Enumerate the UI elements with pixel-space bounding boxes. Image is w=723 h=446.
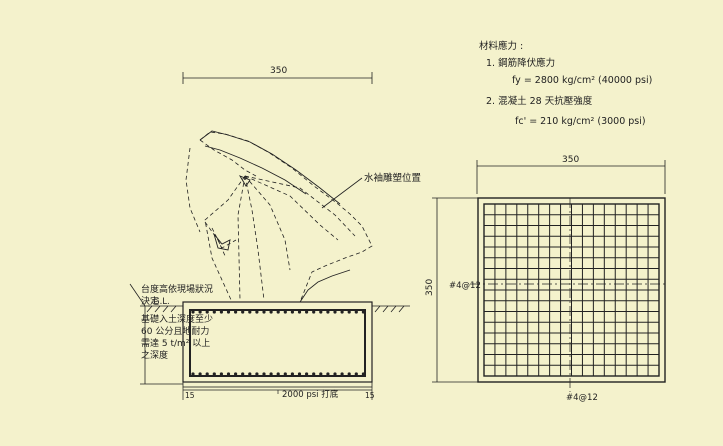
rebar-dot	[283, 310, 287, 314]
rebar-dot	[347, 372, 351, 376]
plan-outline	[477, 197, 666, 383]
materials-item2-value: fc' = 210 kg/cm² (3000 psi)	[515, 116, 646, 127]
ground-line	[146, 305, 410, 313]
rebar-dot	[305, 310, 309, 314]
rebar-dot	[361, 310, 365, 314]
rebar-dot	[198, 310, 202, 314]
note-top-line1: 台度高依現場狀況	[141, 283, 213, 295]
rebar-dot	[219, 372, 223, 376]
sculpture-solid-detail	[199, 130, 351, 303]
rebar-dot	[326, 310, 330, 314]
rebar-dot	[234, 310, 238, 314]
rebar-dot	[312, 310, 316, 314]
sculpture-leader	[321, 177, 363, 209]
right-small-dim: 15	[365, 391, 375, 400]
plan-rebar-grid	[483, 203, 660, 377]
materials-item1-label: 1. 鋼筋降伏應力	[486, 57, 555, 69]
gl-label: G.L.	[153, 297, 170, 307]
plan-width-dim: 350	[562, 155, 579, 165]
rebar-dot	[248, 372, 252, 376]
rebar-dot	[276, 372, 280, 376]
rebar-dot	[333, 372, 337, 376]
rebar-dot	[333, 310, 337, 314]
rebar-dot	[212, 310, 216, 314]
materials-heading: 材料應力 :	[479, 40, 523, 52]
rebar-dot	[290, 372, 294, 376]
footing-outline	[182, 301, 373, 383]
rebar-dot	[276, 310, 280, 314]
section-top-dimension	[182, 72, 373, 84]
rebar-dot	[312, 372, 316, 376]
note-bottom-line4: 之深度	[141, 349, 168, 361]
left-dimension	[129, 283, 183, 385]
section-view: 350 水袖雕塑位置	[129, 66, 421, 400]
rebar-dot	[269, 372, 273, 376]
rebar-dot	[262, 310, 266, 314]
rebar-dot	[198, 372, 202, 376]
rebar-dot	[191, 372, 195, 376]
plan-left-dimension	[432, 197, 478, 383]
rebar-dot	[241, 310, 245, 314]
footing-rebar-dots	[191, 310, 365, 376]
materials-notes: 材料應力 : 1. 鋼筋降伏應力 fy = 2800 kg/cm² (40000…	[479, 40, 652, 127]
rebar-dot	[226, 372, 231, 376]
rebar-dot	[297, 310, 302, 314]
rebar-dot	[234, 372, 238, 376]
rebar-dot	[226, 310, 231, 314]
rebar-dot	[297, 372, 302, 376]
rebar-dot	[255, 310, 259, 314]
rebar-dot	[290, 310, 294, 314]
rebar-dot	[354, 310, 358, 314]
left-small-dim: 15	[185, 391, 195, 400]
rebar-dot	[191, 310, 195, 314]
section-width-dim: 350	[270, 66, 287, 76]
note-bottom-line1: 基礎入土深度至少	[141, 313, 213, 325]
rebar-dot	[347, 310, 351, 314]
note-top-line2: 決定	[141, 295, 159, 307]
rebar-dot	[219, 310, 223, 314]
blinding-layer	[182, 381, 373, 388]
rebar-dot	[205, 372, 209, 376]
rebar-dot	[340, 372, 344, 376]
rebar-dot	[354, 372, 358, 376]
sculpture-sketch	[185, 131, 373, 303]
rebar-dot	[205, 310, 209, 314]
rebar-dot	[319, 372, 323, 376]
rebar-dot	[255, 372, 259, 376]
sculpture-label: 水袖雕塑位置	[364, 172, 421, 184]
materials-item1-value: fy = 2800 kg/cm² (40000 psi)	[512, 75, 652, 86]
materials-item2-label: 2. 混凝土 28 天抗壓強度	[486, 95, 593, 107]
plan-top-dimension	[476, 160, 666, 194]
plan-height-dim: 350	[425, 279, 435, 296]
note-bottom-line3: 需達 5 t/m² 以上	[141, 337, 210, 349]
rebar-dot	[262, 372, 266, 376]
plan-view: 350 350	[425, 155, 666, 392]
rebar-horizontal-label: #4@12	[449, 281, 481, 291]
rebar-dot	[241, 372, 245, 376]
bottom-markers	[182, 387, 373, 400]
rebar-dot	[283, 372, 287, 376]
footing-rebar-cage	[189, 309, 366, 377]
rebar-dot	[361, 372, 365, 376]
rebar-dot	[212, 372, 216, 376]
rebar-dot	[269, 310, 273, 314]
rebar-vertical-label: #4@12	[566, 393, 598, 403]
rebar-dot	[340, 310, 344, 314]
rebar-dot	[326, 372, 330, 376]
rebar-dot	[248, 310, 252, 314]
rebar-dot	[305, 372, 309, 376]
rebar-dot	[319, 310, 323, 314]
base-label: 2000 psi 打底	[282, 389, 339, 400]
note-bottom-line2: 60 公分且地耐力	[141, 325, 209, 337]
section-notes: 台度高依現場狀況 決定 基礎入土深度至少 60 公分且地耐力 需達 5 t/m²…	[141, 283, 213, 361]
